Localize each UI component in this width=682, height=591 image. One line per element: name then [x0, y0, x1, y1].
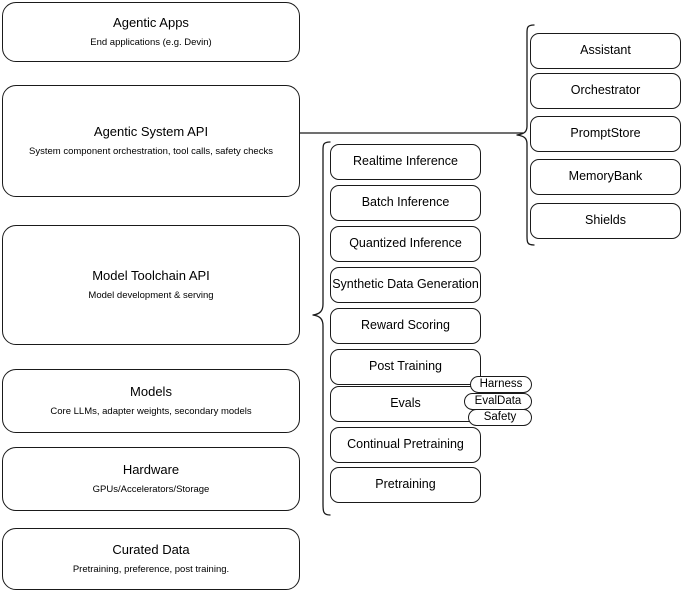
- layer-subtitle: System component orchestration, tool cal…: [29, 145, 273, 157]
- component-label: Reward Scoring: [361, 318, 450, 333]
- component-realtime-inference[interactable]: Realtime Inference: [330, 144, 481, 180]
- layer-box-hardware[interactable]: Hardware GPUs/Accelerators/Storage: [2, 447, 300, 511]
- component-label: Continual Pretraining: [347, 437, 464, 452]
- component-label: Shields: [585, 213, 626, 228]
- component-shields[interactable]: Shields: [530, 203, 681, 239]
- layer-title: Models: [130, 384, 172, 400]
- component-label: Realtime Inference: [353, 154, 458, 169]
- eval-tag-label: EvalData: [474, 394, 522, 407]
- component-promptstore[interactable]: PromptStore: [530, 116, 681, 152]
- eval-tag-safety[interactable]: Safety: [468, 409, 532, 426]
- component-reward-scoring[interactable]: Reward Scoring: [330, 308, 481, 344]
- component-label: Synthetic Data Generation: [332, 277, 479, 292]
- component-evals[interactable]: Evals: [330, 386, 481, 422]
- eval-tag-label: Harness: [479, 377, 523, 390]
- component-label: Post Training: [369, 359, 442, 374]
- layer-subtitle: Pretraining, preference, post training.: [72, 563, 230, 575]
- component-label: Quantized Inference: [349, 236, 462, 251]
- component-label: Batch Inference: [361, 195, 450, 210]
- layer-title: Agentic Apps: [113, 15, 189, 31]
- component-orchestrator[interactable]: Orchestrator: [530, 73, 681, 109]
- layer-title: Model Toolchain API: [92, 268, 210, 284]
- component-label: Orchestrator: [570, 83, 641, 98]
- layer-box-curated-data[interactable]: Curated Data Pretraining, preference, po…: [2, 528, 300, 590]
- component-batch-inference[interactable]: Batch Inference: [330, 185, 481, 221]
- layer-subtitle: End applications (e.g. Devin): [90, 36, 212, 48]
- eval-tag-label: Safety: [483, 410, 517, 423]
- component-label: Assistant: [580, 43, 631, 58]
- layer-box-agentic-system-api[interactable]: Agentic System API System component orch…: [2, 85, 300, 197]
- component-post-training[interactable]: Post Training: [330, 349, 481, 385]
- layer-title: Curated Data: [112, 542, 190, 558]
- component-synthetic-data-generation[interactable]: Synthetic Data Generation: [330, 267, 481, 303]
- component-assistant[interactable]: Assistant: [530, 33, 681, 69]
- layer-box-model-toolchain-api[interactable]: Model Toolchain API Model development & …: [2, 225, 300, 345]
- layer-title: Hardware: [122, 462, 180, 478]
- layer-subtitle: Model development & serving: [88, 289, 214, 301]
- layer-box-agentic-apps[interactable]: Agentic Apps End applications (e.g. Devi…: [2, 2, 300, 62]
- layer-subtitle: Core LLMs, adapter weights, secondary mo…: [50, 405, 252, 417]
- layer-subtitle: GPUs/Accelerators/Storage: [92, 483, 210, 495]
- eval-tag-harness[interactable]: Harness: [470, 376, 532, 393]
- layer-box-models[interactable]: Models Core LLMs, adapter weights, secon…: [2, 369, 300, 433]
- component-label: MemoryBank: [568, 169, 643, 184]
- component-continual-pretraining[interactable]: Continual Pretraining: [330, 427, 481, 463]
- component-pretraining[interactable]: Pretraining: [330, 467, 481, 503]
- layer-title: Agentic System API: [93, 124, 209, 140]
- component-label: Pretraining: [375, 477, 436, 492]
- component-quantized-inference[interactable]: Quantized Inference: [330, 226, 481, 262]
- connector-system-api-to-components: [299, 125, 531, 143]
- component-memorybank[interactable]: MemoryBank: [530, 159, 681, 195]
- component-label: Evals: [390, 396, 421, 411]
- eval-tag-evaldata[interactable]: EvalData: [464, 393, 532, 410]
- component-label: PromptStore: [570, 126, 641, 141]
- brace-toolchain-components: [308, 138, 332, 520]
